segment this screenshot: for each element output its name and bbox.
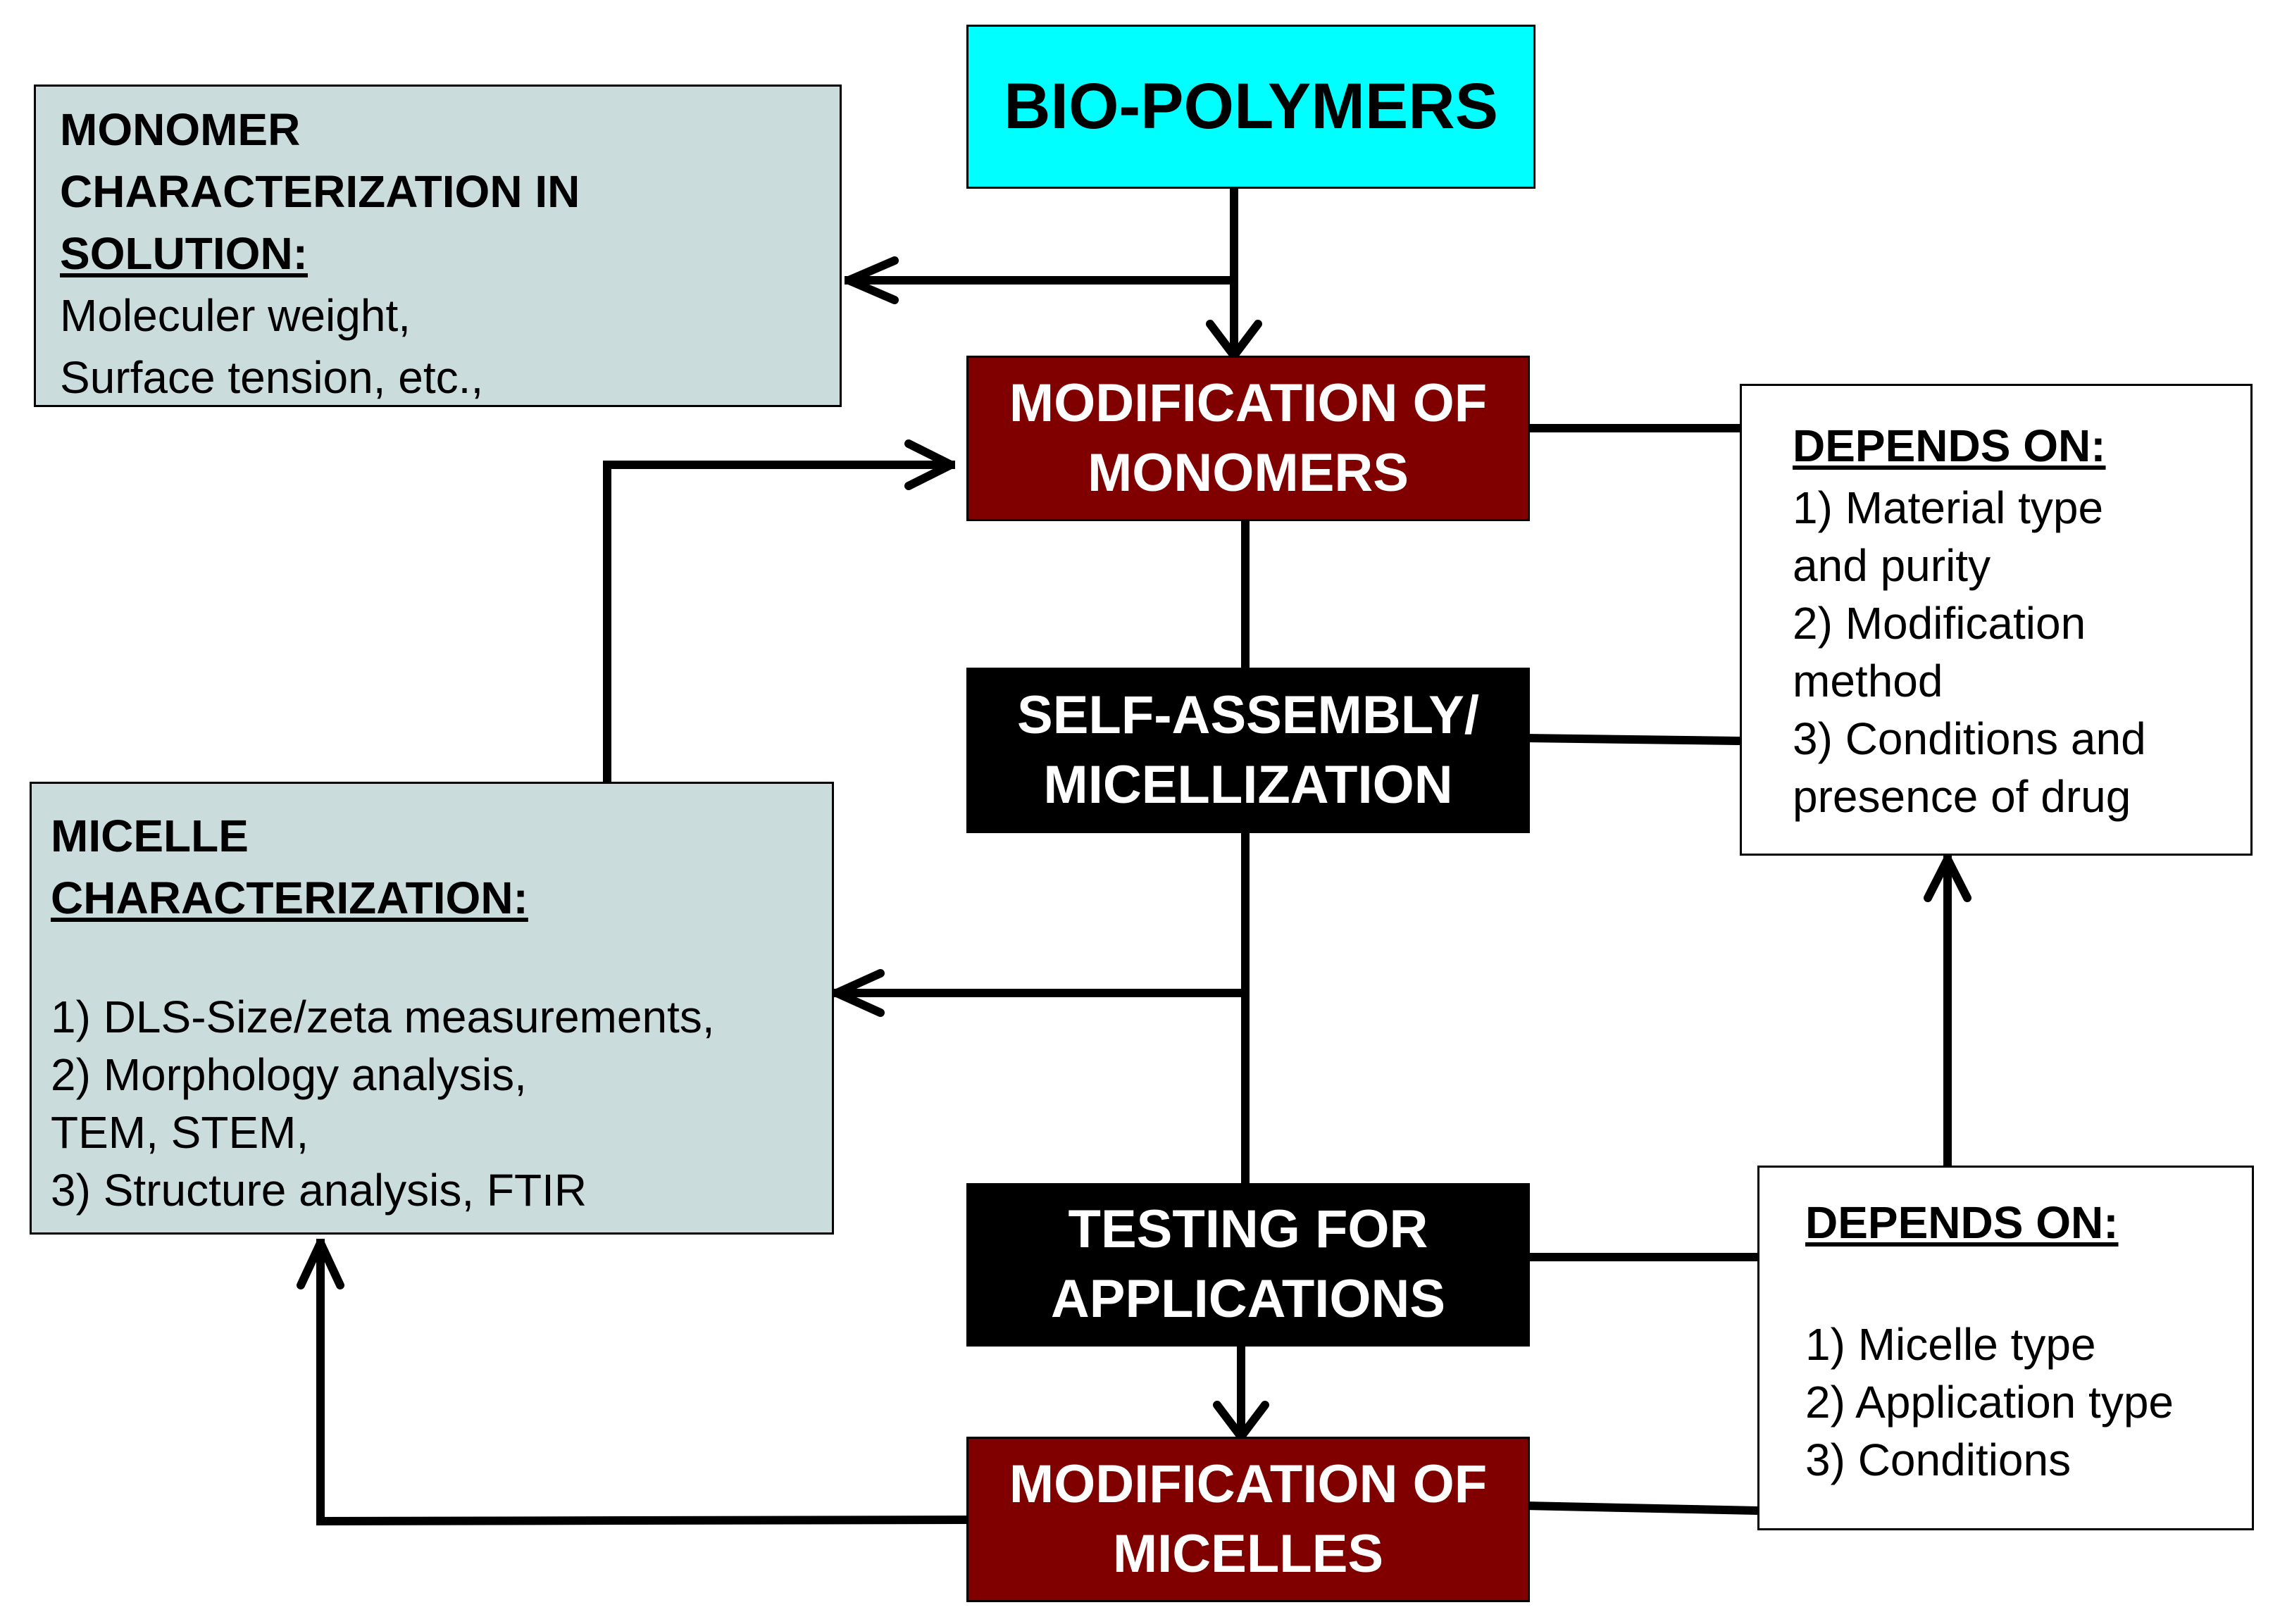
depends-bottom-item-1: 1) Micelle type [1805,1319,2096,1370]
monomer-char-item-2: Surface tension, etc., [60,352,484,403]
micelle-char-item-2: 2) Morphology analysis, [51,1049,527,1100]
testing-for-applications-box: TESTING FOR APPLICATIONS [966,1183,1530,1347]
arrow-loop-micelle-to-monomers [603,461,955,792]
arrowhead-up-2 [1924,855,1971,902]
modification-micelles-line-1: MODIFICATION OF [1009,1454,1488,1514]
modification-micelles-line-2: MICELLES [1112,1523,1384,1584]
depends-on-bottom-box [1757,1166,2254,1530]
micelle-char-heading-2: CHARACTERIZATION: [51,873,528,923]
monomer-characterization-box [34,85,842,407]
micelle-char-item-1: 1) DLS-Size/zeta measurements, [51,992,715,1042]
self-assembly-line-1: SELF-ASSEMBLY/ [1017,685,1479,745]
depends-top-item-5: 3) Conditions and [1793,713,2146,764]
depends-top-item-6: presence of drug [1793,771,2131,822]
modification-of-monomers-box: MODIFICATION OF MONOMERS [966,356,1530,521]
arrowhead-right-1 [904,439,955,490]
depends-bottom-item-2: 2) Application type [1805,1377,2174,1428]
micelle-characterization-box [30,782,834,1235]
monomer-char-heading-1: MONOMER [60,104,301,155]
link-selfassembly-depends [1520,733,1745,746]
depends-top-item-1: 1) Material type [1793,482,2104,533]
arrowhead-left-1 [845,256,899,304]
depends-top-heading: DEPENDS ON: [1793,420,2106,471]
testing-line-2: APPLICATIONS [1050,1269,1446,1329]
arrowhead-left-2 [833,969,885,1017]
self-assembly-box: SELF-ASSEMBLY/ MICELLIZATION [966,668,1530,833]
micelle-char-heading-1: MICELLE [51,811,249,861]
modification-monomers-line-2: MONOMERS [1088,442,1409,503]
modification-of-micelles-box: MODIFICATION OF MICELLES [966,1437,1530,1602]
link-micelles-depends [1520,1501,1762,1516]
depends-top-item-4: method [1793,656,1943,706]
self-assembly-line-2: MICELLIZATION [1043,754,1453,815]
micelle-char-item-4: 3) Structure analysis, FTIR [51,1165,587,1216]
bio-polymers-box: BIO-POLYMERS [966,25,1535,189]
arrow-micelles-to-micelle-char [316,1239,971,1526]
testing-line-1: TESTING FOR [1068,1199,1428,1260]
monomer-char-heading-2: CHARACTERIZATION IN [60,166,580,217]
monomer-char-item-1: Moleculer weight, [60,290,411,341]
depends-top-item-2: and purity [1793,540,1991,591]
depends-bottom-item-3: 3) Conditions [1805,1435,2072,1485]
depends-top-item-3: 2) Modification [1793,598,2086,649]
bio-polymers-label: BIO-POLYMERS [1003,70,1499,142]
monomer-char-heading-3: SOLUTION: [60,228,308,279]
depends-bottom-heading: DEPENDS ON: [1805,1197,2119,1248]
depends-on-top-box [1740,384,2253,856]
micelle-char-item-3: TEM, STEM, [51,1107,309,1158]
modification-monomers-line-1: MODIFICATION OF [1009,373,1488,433]
arrowhead-up-1 [297,1239,344,1289]
